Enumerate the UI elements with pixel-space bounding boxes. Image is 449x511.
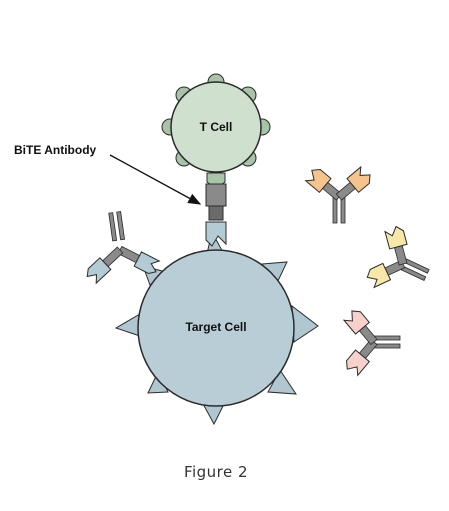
target-cell: Target Cell xyxy=(114,230,319,426)
antibody-blue xyxy=(86,211,161,285)
annotation-arrow xyxy=(109,154,202,205)
bite-antibody-bound xyxy=(205,172,227,247)
t-cell-body xyxy=(170,81,262,173)
t-cell: T Cell xyxy=(161,73,271,179)
bite-antibody-label: BiTE Antibody xyxy=(14,143,97,157)
t-cell-label: T Cell xyxy=(200,120,233,134)
target-cell-label: Target Cell xyxy=(185,320,246,334)
figure-caption: Figure 2 xyxy=(184,463,248,481)
antibody-orange xyxy=(304,165,371,224)
target-cell-body xyxy=(137,249,295,407)
antibody-yellow xyxy=(366,225,430,289)
antibody-pink xyxy=(342,310,401,377)
